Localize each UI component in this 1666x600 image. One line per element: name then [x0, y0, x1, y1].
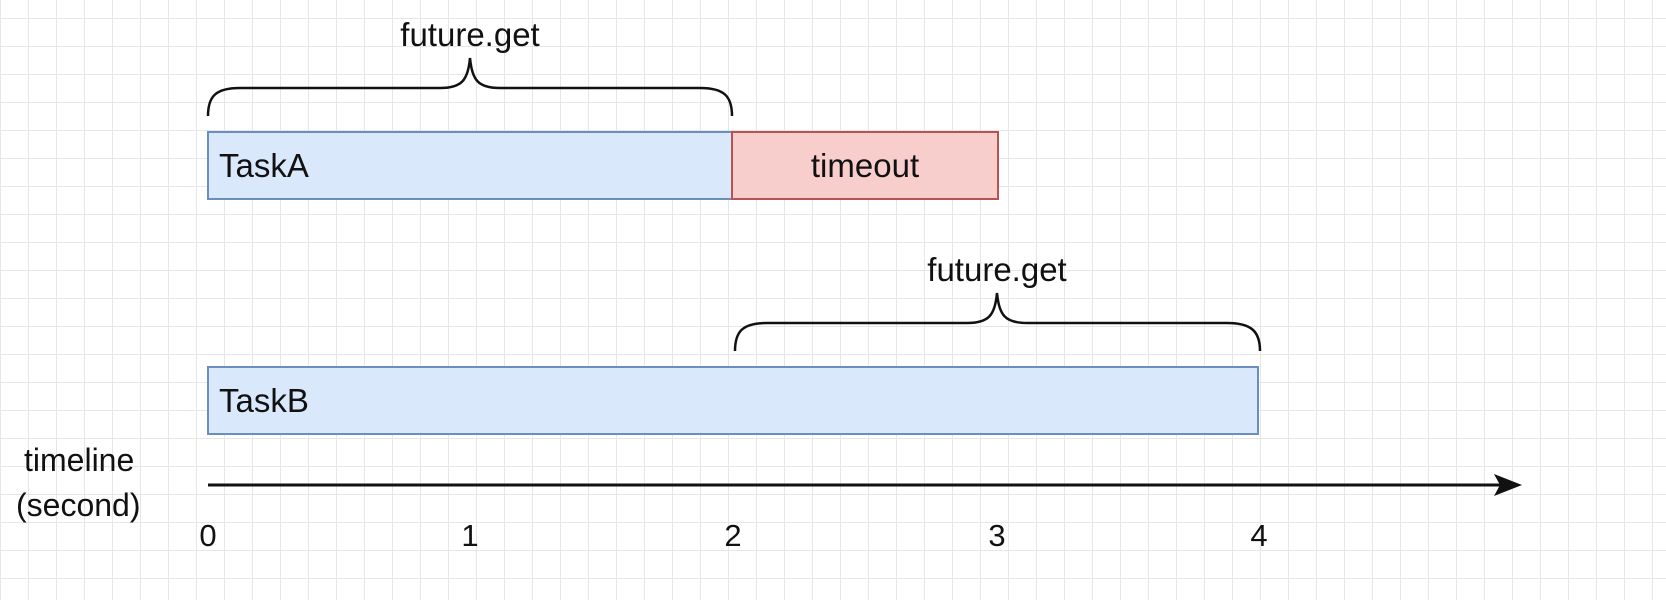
axis-label-line1: timeline [24, 442, 135, 478]
task-b-bar: TaskB [207, 366, 1259, 435]
tick-label: 4 [1250, 518, 1268, 553]
brace-task-a [206, 57, 734, 117]
axis-label-line2: (second) [16, 487, 141, 523]
timeout-label: timeout [810, 146, 920, 184]
brace-label-task-b: future.get [927, 251, 1067, 288]
task-a-label: TaskA [219, 146, 309, 184]
tick-label: 2 [724, 518, 742, 553]
task-b-label: TaskB [219, 381, 309, 419]
task-a-bar: TaskA [207, 131, 733, 200]
brace-task-b [733, 292, 1262, 352]
tick-label: 3 [988, 518, 1006, 553]
tick-label: 1 [461, 518, 479, 553]
tick-label: 0 [199, 518, 217, 553]
timeline-arrowhead [1494, 474, 1522, 496]
timeout-bar: timeout [731, 131, 999, 200]
brace-label-task-a: future.get [400, 16, 540, 53]
